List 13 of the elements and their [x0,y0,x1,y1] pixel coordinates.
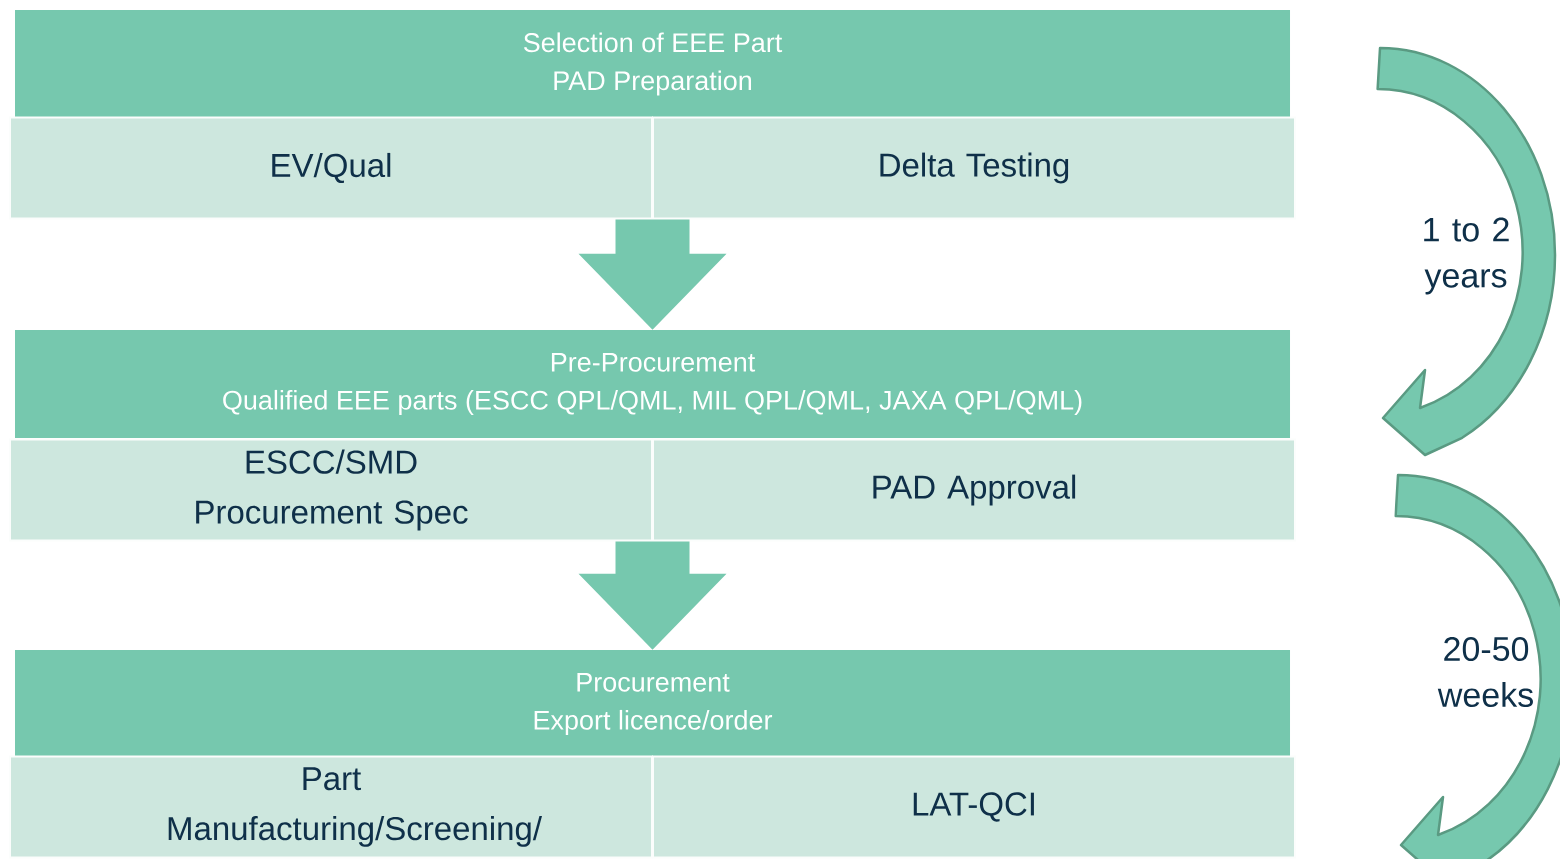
stage-header: Selection of EEE Part PAD Preparation [15,10,1290,118]
duration-label: 20-50 weeks [1437,636,1533,708]
task-cell: LAT-QCI [652,755,1296,859]
task-cell: PAD Approval [652,438,1296,542]
stage-header: Pre-Procurement Qualified EEE parts (ESCC QPL/QML, MIL QPL/QML, JAXA QPL/QML) [15,330,1290,438]
task-cell: ESCC/SMD Procurement Spec [9,438,653,542]
block-arrow [578,219,727,330]
duration-label: 1 to 2 years [1424,217,1509,295]
task-cell: Delta Testing [652,116,1296,220]
task-cell: Part Manufacturing/Screening/ [9,755,653,859]
block-arrow [578,541,727,650]
task-cell: EV/Qual [9,116,653,220]
stage-header: Procurement Export licence/order [15,650,1290,758]
